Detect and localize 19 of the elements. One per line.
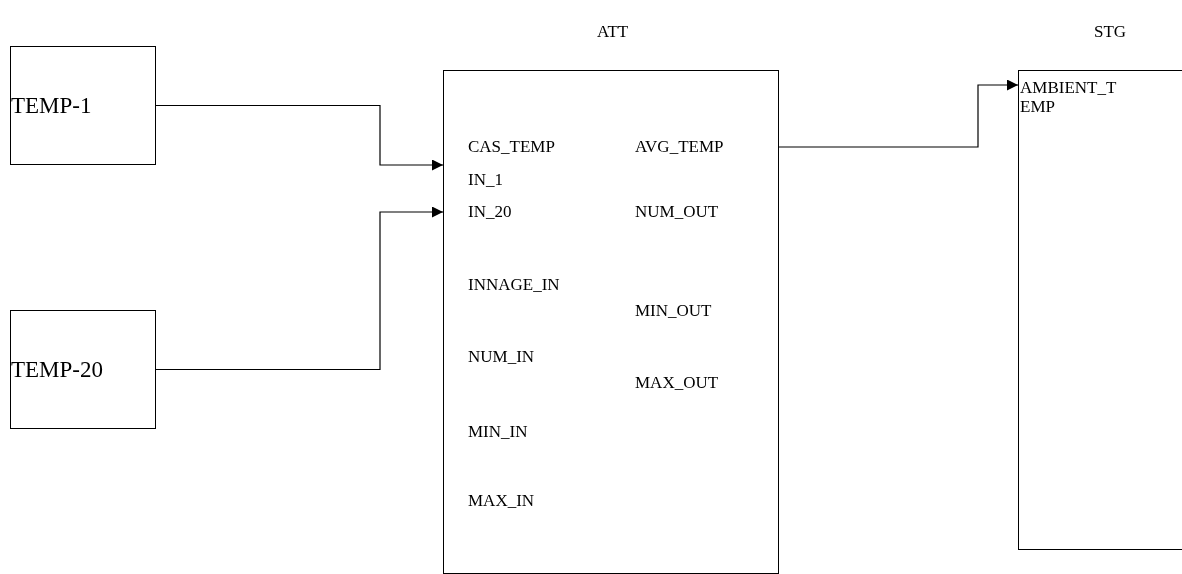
output-port-label: NUM_OUT: [628, 201, 778, 223]
input-port-label: AMBIENT_TEMP: [1018, 78, 1126, 122]
input-port-label: MAX_IN: [443, 490, 603, 512]
block-title: ATT: [597, 22, 629, 42]
arrow: [155, 206, 444, 371]
sensor-box: TEMP-1: [10, 46, 156, 165]
input-port-label: MIN_IN: [443, 421, 603, 443]
sensor-box: TEMP-20: [10, 310, 156, 429]
arrow: [777, 79, 1019, 148]
output-port-label: MIN_OUT: [628, 300, 778, 322]
output-port-label: AVG_TEMP: [628, 136, 778, 158]
input-port-label: INNAGE_IN: [443, 274, 603, 296]
input-port-label: NUM_IN: [443, 346, 603, 368]
input-port-label: IN_1: [443, 158, 603, 192]
input-port-label: IN_20: [443, 201, 603, 223]
input-port-label: CAS_TEMP: [443, 136, 603, 158]
arrow: [155, 104, 444, 171]
output-port-label: MAX_OUT: [628, 372, 778, 394]
block-title: STG: [1094, 22, 1127, 42]
